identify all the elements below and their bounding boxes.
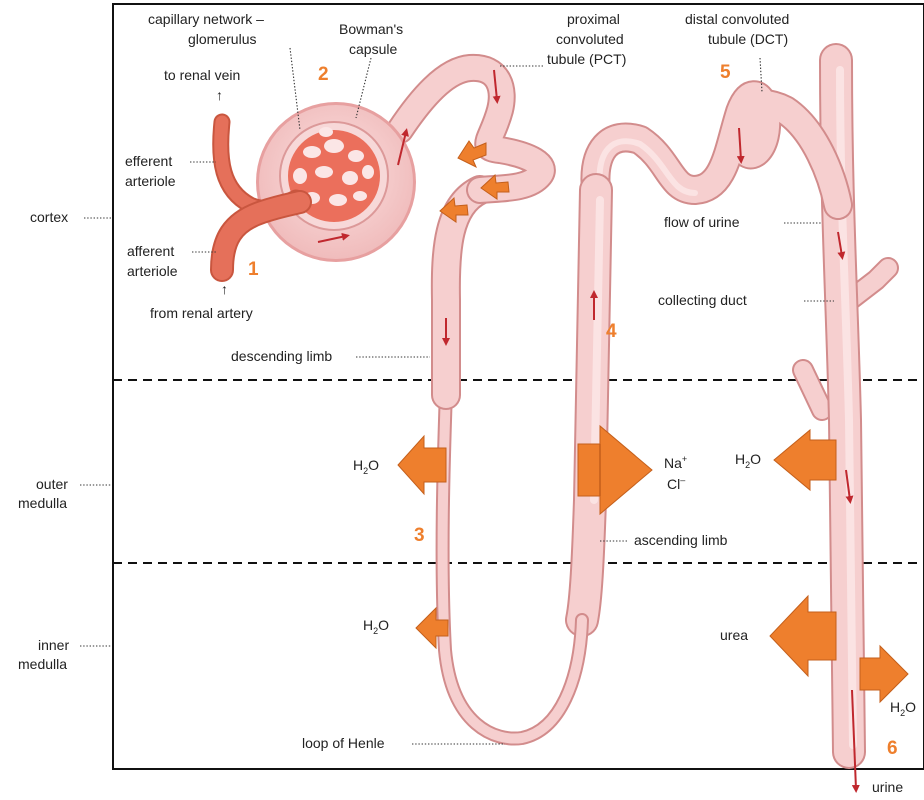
label-dct-1: distal convoluted [685, 11, 789, 27]
distal-convoluted-tubule [595, 95, 838, 205]
sodium-ion: Na+ [664, 454, 687, 471]
chloride-ion: Cl– [667, 475, 685, 492]
label-descending-limb: descending limb [231, 348, 332, 364]
water-out-collecting-duct-lower-arrow [860, 646, 908, 702]
zone-label-outer-medulla-1: outer [36, 476, 68, 492]
step-number-6: 6 [887, 738, 898, 759]
label-loop-of-henle: loop of Henle [302, 735, 385, 751]
up-arrow-vein: ↑ [216, 87, 223, 103]
h2o-collecting-duct: H2O [735, 451, 761, 470]
label-ascending-limb: ascending limb [634, 532, 728, 548]
zone-label-inner-medulla-2: medulla [18, 656, 67, 672]
h2o-thin-limb: H2O [363, 617, 389, 636]
step-number-1: 1 [248, 259, 259, 280]
h2o-collecting-duct-lower: H2O [890, 699, 916, 718]
label-dct-2: tubule (DCT) [708, 31, 788, 47]
label-urea: urea [720, 627, 748, 643]
up-arrow-artery: ↑ [221, 281, 228, 297]
label-efferent-2: arteriole [125, 173, 176, 189]
label-flow-of-urine: flow of urine [664, 214, 740, 230]
zone-label-cortex: cortex [30, 209, 68, 225]
step-number-5: 5 [720, 62, 731, 83]
water-out-collecting-duct-arrow [774, 430, 836, 490]
label-from-renal-artery: from renal artery [150, 305, 253, 321]
label-efferent-1: efferent [125, 153, 172, 169]
urea-out-collecting-duct-arrow [770, 596, 836, 676]
label-bowmans-2: capsule [349, 41, 397, 57]
zone-label-inner-medulla-1: inner [38, 637, 69, 653]
zone-label-outer-medulla-2: medulla [18, 495, 67, 511]
label-afferent-2: arteriole [127, 263, 178, 279]
step-number-2: 2 [318, 64, 329, 85]
label-urine: urine [872, 779, 903, 795]
loop-of-henle [443, 190, 600, 739]
proximal-convoluted-tubule [400, 68, 542, 190]
label-glomerulus: glomerulus [188, 31, 256, 47]
label-pct-3: tubule (PCT) [547, 51, 626, 67]
label-capillary-network: capillary network – [148, 11, 264, 27]
step-number-4: 4 [606, 321, 617, 342]
h2o-descending: H2O [353, 457, 379, 476]
label-to-renal-vein: to renal vein [164, 67, 240, 83]
label-pct-1: proximal [567, 11, 620, 27]
label-bowmans-1: Bowman's [339, 21, 403, 37]
label-collecting-duct: collecting duct [658, 292, 747, 308]
label-afferent-1: afferent [127, 243, 174, 259]
pct-arrow-1 [458, 141, 486, 167]
label-pct-2: convoluted [556, 31, 624, 47]
step-number-3: 3 [414, 525, 425, 546]
